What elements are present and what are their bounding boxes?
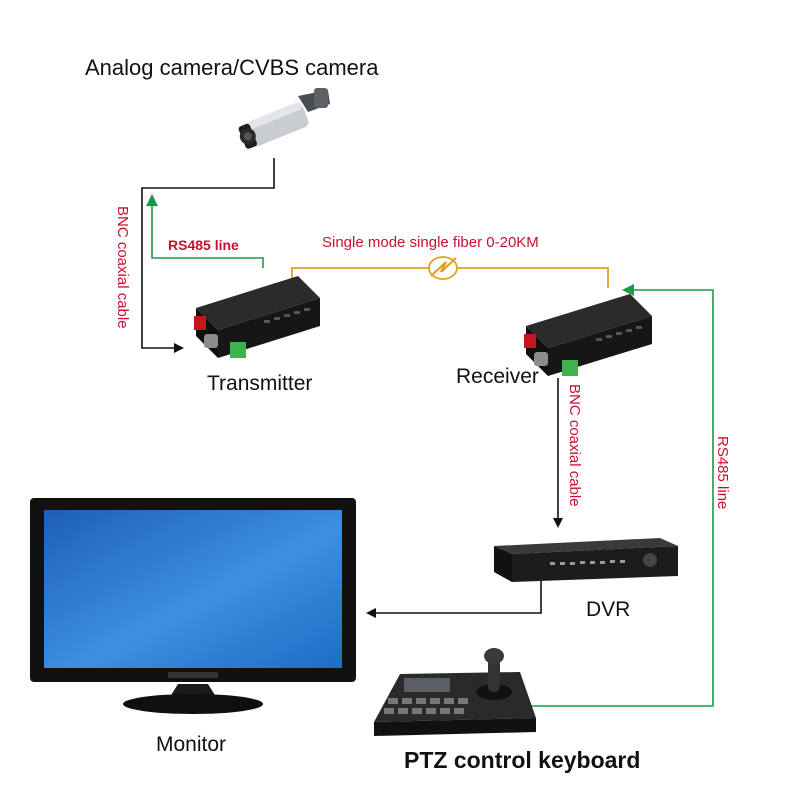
camera-label: Analog camera/CVBS camera (85, 55, 379, 80)
rs485-label-right: RS485 line (714, 436, 731, 510)
dvr-recorder-icon (494, 538, 678, 582)
rs485-label-left: RS485 line (168, 237, 239, 253)
monitor-label: Monitor (156, 733, 227, 756)
video-line-dvr-to-monitor (366, 580, 542, 618)
transmitter-label: Transmitter (207, 372, 313, 395)
fiber-distance-icon (428, 256, 458, 280)
bnc-cable-label-right: BNC coaxial cable (566, 384, 583, 507)
bullet-camera-icon (238, 88, 330, 149)
bnc-cable-label-left: BNC coaxial cable (114, 206, 131, 329)
fiber-transmitter-icon (194, 276, 320, 358)
lcd-monitor-icon (30, 498, 356, 714)
rs485-line-transmitter-to-camera (146, 194, 264, 268)
receiver-label: Receiver (456, 365, 539, 388)
fiber-receiver-icon (524, 294, 652, 376)
dvr-label: DVR (586, 598, 631, 621)
bnc-line-camera-to-transmitter (141, 158, 275, 353)
ptz-joystick-keyboard-icon (374, 648, 536, 736)
rs485-line-keyboard-to-receiver (530, 284, 714, 707)
fiber-label: Single mode single fiber 0-20KM (322, 234, 539, 251)
keyboard-label: PTZ control keyboard (404, 747, 641, 773)
